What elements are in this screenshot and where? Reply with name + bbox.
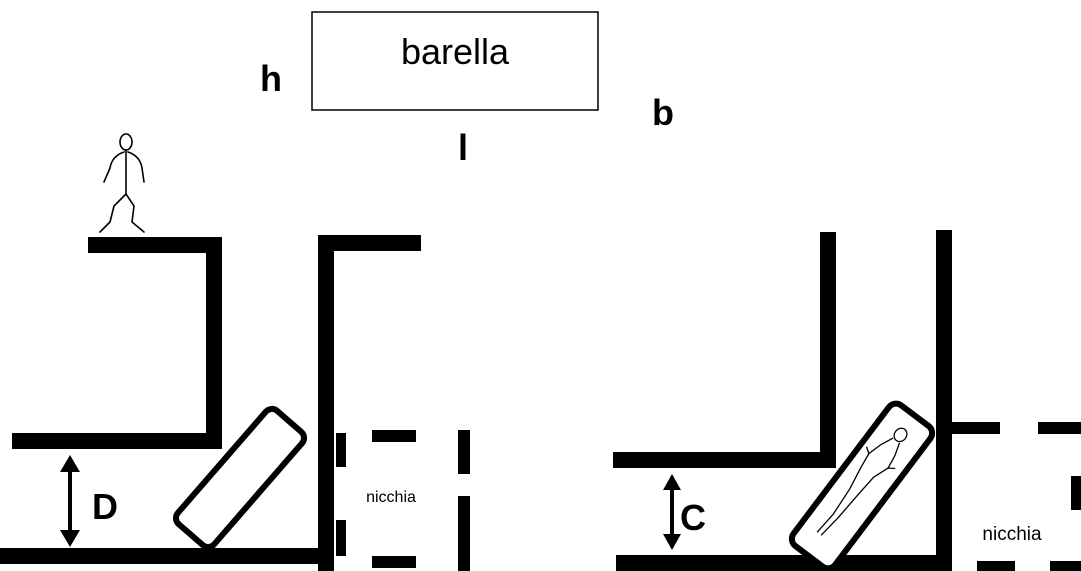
upper-landing-wall [12,237,222,449]
left-clearance-label: D [92,486,118,527]
right-stretcher [788,400,936,571]
width-label: b [652,92,674,133]
patient-figure-icon [816,427,908,536]
height-label: h [260,58,282,99]
left-clearance-arrow [60,455,80,547]
stick-figure-icon [99,133,145,233]
right-vertical-wall [936,230,952,571]
stretcher-definition: barella h l b [260,11,674,168]
right-niche-outline [952,422,1081,571]
right-upper-landing-wall [613,232,836,468]
bottom-floor [0,548,330,564]
stretcher-box [311,11,599,111]
left-stretcher [172,405,308,551]
left-niche-label: nicchia [366,489,416,506]
length-label: l [458,127,468,168]
stretcher-box-label: barella [401,31,510,72]
right-clearance-label: C [680,497,706,538]
right-clearance-arrow [663,474,681,550]
right-niche-label: nicchia [982,524,1042,545]
left-scene: nicchia D [0,133,470,571]
right-scene: nicchia C [613,230,1081,571]
right-bottom-floor [616,555,946,571]
right-shaft-wall [318,235,421,571]
niche-outline [336,430,470,571]
